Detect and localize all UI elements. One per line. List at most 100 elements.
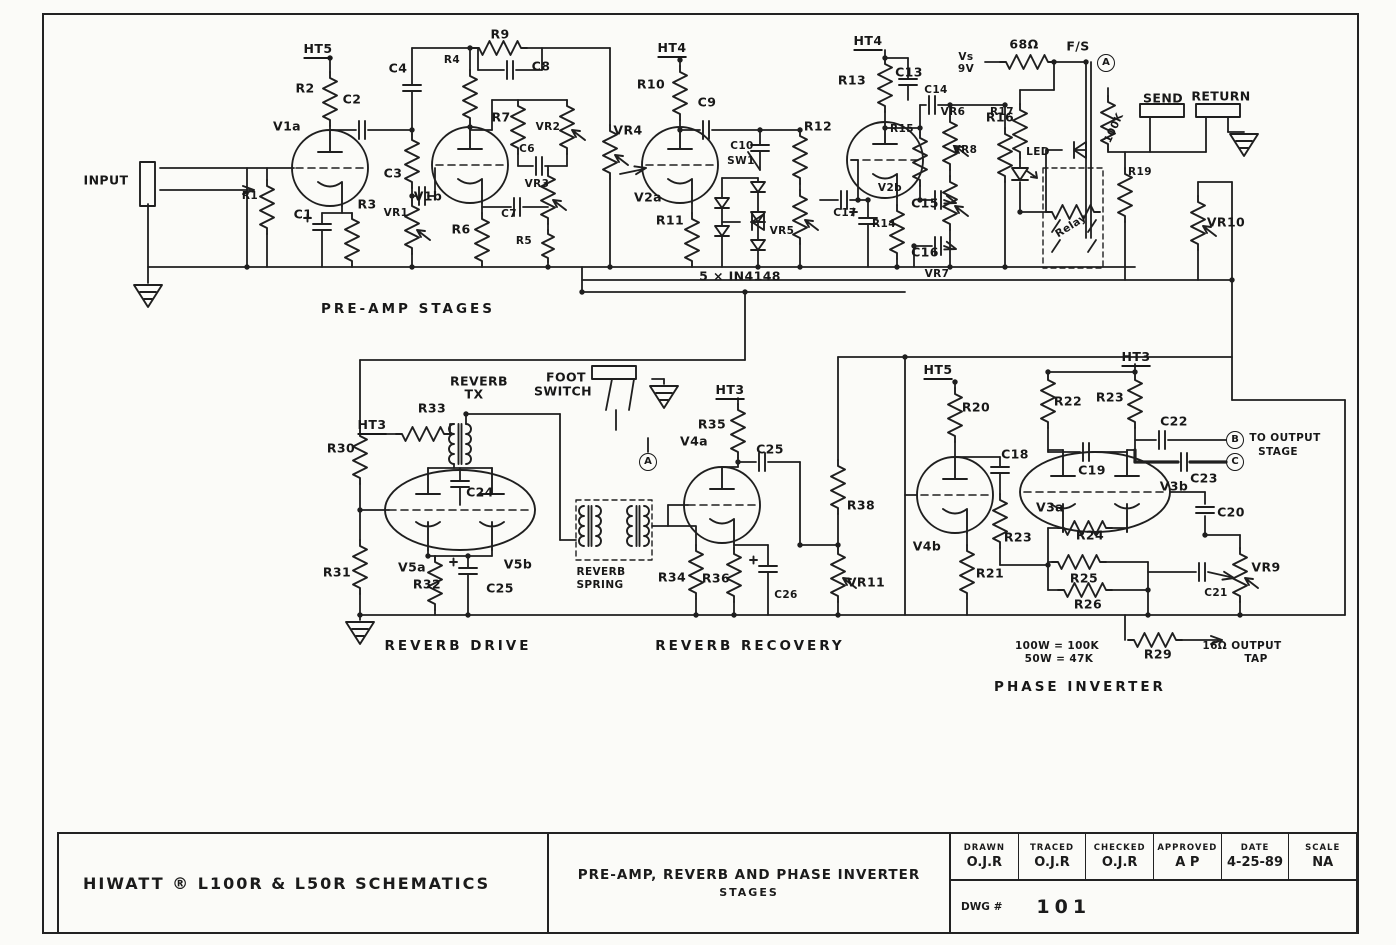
field-value: NA (1312, 855, 1334, 870)
wire (1051, 239, 1061, 253)
field-label: SCALE (1305, 843, 1341, 853)
C15 (934, 190, 942, 210)
wire (619, 168, 645, 175)
junction-dot (409, 193, 415, 199)
R14 (889, 204, 905, 260)
dwg-number-row: DWG # 101 (951, 881, 1356, 932)
R5 (541, 229, 555, 263)
VR3 (540, 169, 567, 225)
junction-dot (894, 264, 900, 270)
C23 (1180, 452, 1188, 472)
junction-dot (797, 542, 803, 548)
led (1011, 167, 1038, 181)
R6 (474, 212, 490, 268)
tube-V2a (641, 126, 719, 204)
R29 (1127, 632, 1183, 648)
R34 (688, 544, 704, 600)
field-drawn: DRAWN O.J.R (951, 834, 1019, 879)
dwg-number: 101 (1036, 895, 1092, 918)
field-label: TRACED (1029, 843, 1075, 853)
field-label: CHECKED (1093, 843, 1146, 853)
junction-dot (467, 45, 473, 51)
junction-dot (677, 127, 683, 133)
junction-dot (917, 125, 923, 131)
R36 (726, 547, 742, 603)
relay-outline (1042, 167, 1104, 269)
C7 (513, 197, 521, 217)
R4 (462, 69, 478, 125)
junction-dot (882, 55, 888, 61)
C24 (450, 480, 470, 488)
C6 (535, 156, 543, 176)
C10 (750, 144, 770, 152)
R38 (830, 459, 846, 515)
title-block-fields: DRAWN O.J.R TRACED O.J.R CHECKED O.J.R A… (951, 834, 1356, 932)
diode-3 (750, 181, 766, 193)
junction-dot (1002, 264, 1008, 270)
junction-dot (835, 612, 841, 618)
ground-footswitch (649, 385, 679, 409)
C2 (358, 120, 366, 140)
R33 (395, 426, 451, 442)
junction-dot (911, 243, 917, 249)
wire (1051, 219, 1061, 233)
R11 (684, 212, 700, 268)
resistor-68ohm (999, 54, 1055, 70)
tube-V1b (431, 126, 509, 204)
R9 (472, 40, 528, 56)
junction-dot (607, 264, 613, 270)
R3 (344, 212, 360, 268)
junction-dot (1202, 532, 1208, 538)
C12-electrolytic (849, 207, 878, 225)
junction-dot (409, 264, 415, 270)
junction-dot (465, 612, 471, 618)
title-block: HIWATT ® L100R & L50R SCHEMATICS PRE-AMP… (57, 832, 1358, 934)
tube-V4a (683, 466, 761, 544)
field-value: A P (1175, 855, 1200, 870)
junction-dot (797, 264, 803, 270)
footswitch-jack (591, 365, 637, 380)
R10 (672, 65, 688, 121)
junction-dot (1045, 562, 1051, 568)
diode-1 (714, 197, 730, 209)
subtitle-line1: PRE-AMP, REVERB AND PHASE INVERTER (577, 867, 921, 883)
C16 (934, 236, 942, 256)
C3 (418, 186, 426, 206)
junction-dot (1017, 209, 1023, 215)
junction-dot (917, 197, 923, 203)
R21 (959, 544, 975, 600)
field-scale: SCALE NA (1289, 834, 1356, 879)
C22 (1158, 430, 1166, 450)
R15 (912, 131, 928, 187)
junction-dot (882, 125, 888, 131)
C21 (1198, 562, 1206, 582)
tube-V4b (916, 456, 994, 534)
reverb-spring-outline (575, 499, 653, 561)
C13 (898, 78, 918, 86)
VR10 (1190, 195, 1217, 251)
C18 (990, 466, 1010, 474)
C14 (928, 95, 936, 115)
divider-resistor (404, 133, 420, 189)
ground-return-jack (1229, 133, 1259, 157)
R7 (510, 99, 526, 155)
wire (667, 525, 697, 546)
junction-dot (579, 289, 585, 295)
R22 (1040, 373, 1056, 429)
junction-dot (327, 55, 333, 61)
diode-5 (750, 239, 766, 251)
junction-dot (545, 264, 551, 270)
wire (605, 378, 613, 411)
C8 (506, 60, 514, 80)
R19 (1117, 167, 1133, 223)
send-jack (1139, 103, 1185, 118)
junction-dot (902, 354, 908, 360)
junction-dot (947, 102, 953, 108)
junction-dot (835, 542, 841, 548)
wire (747, 151, 761, 171)
R1 (259, 179, 275, 235)
drawing-title: HIWATT ® L100R & L50R SCHEMATICS (59, 834, 549, 932)
junction-dot (463, 411, 469, 417)
input-jack (139, 161, 156, 207)
wire (628, 378, 635, 411)
